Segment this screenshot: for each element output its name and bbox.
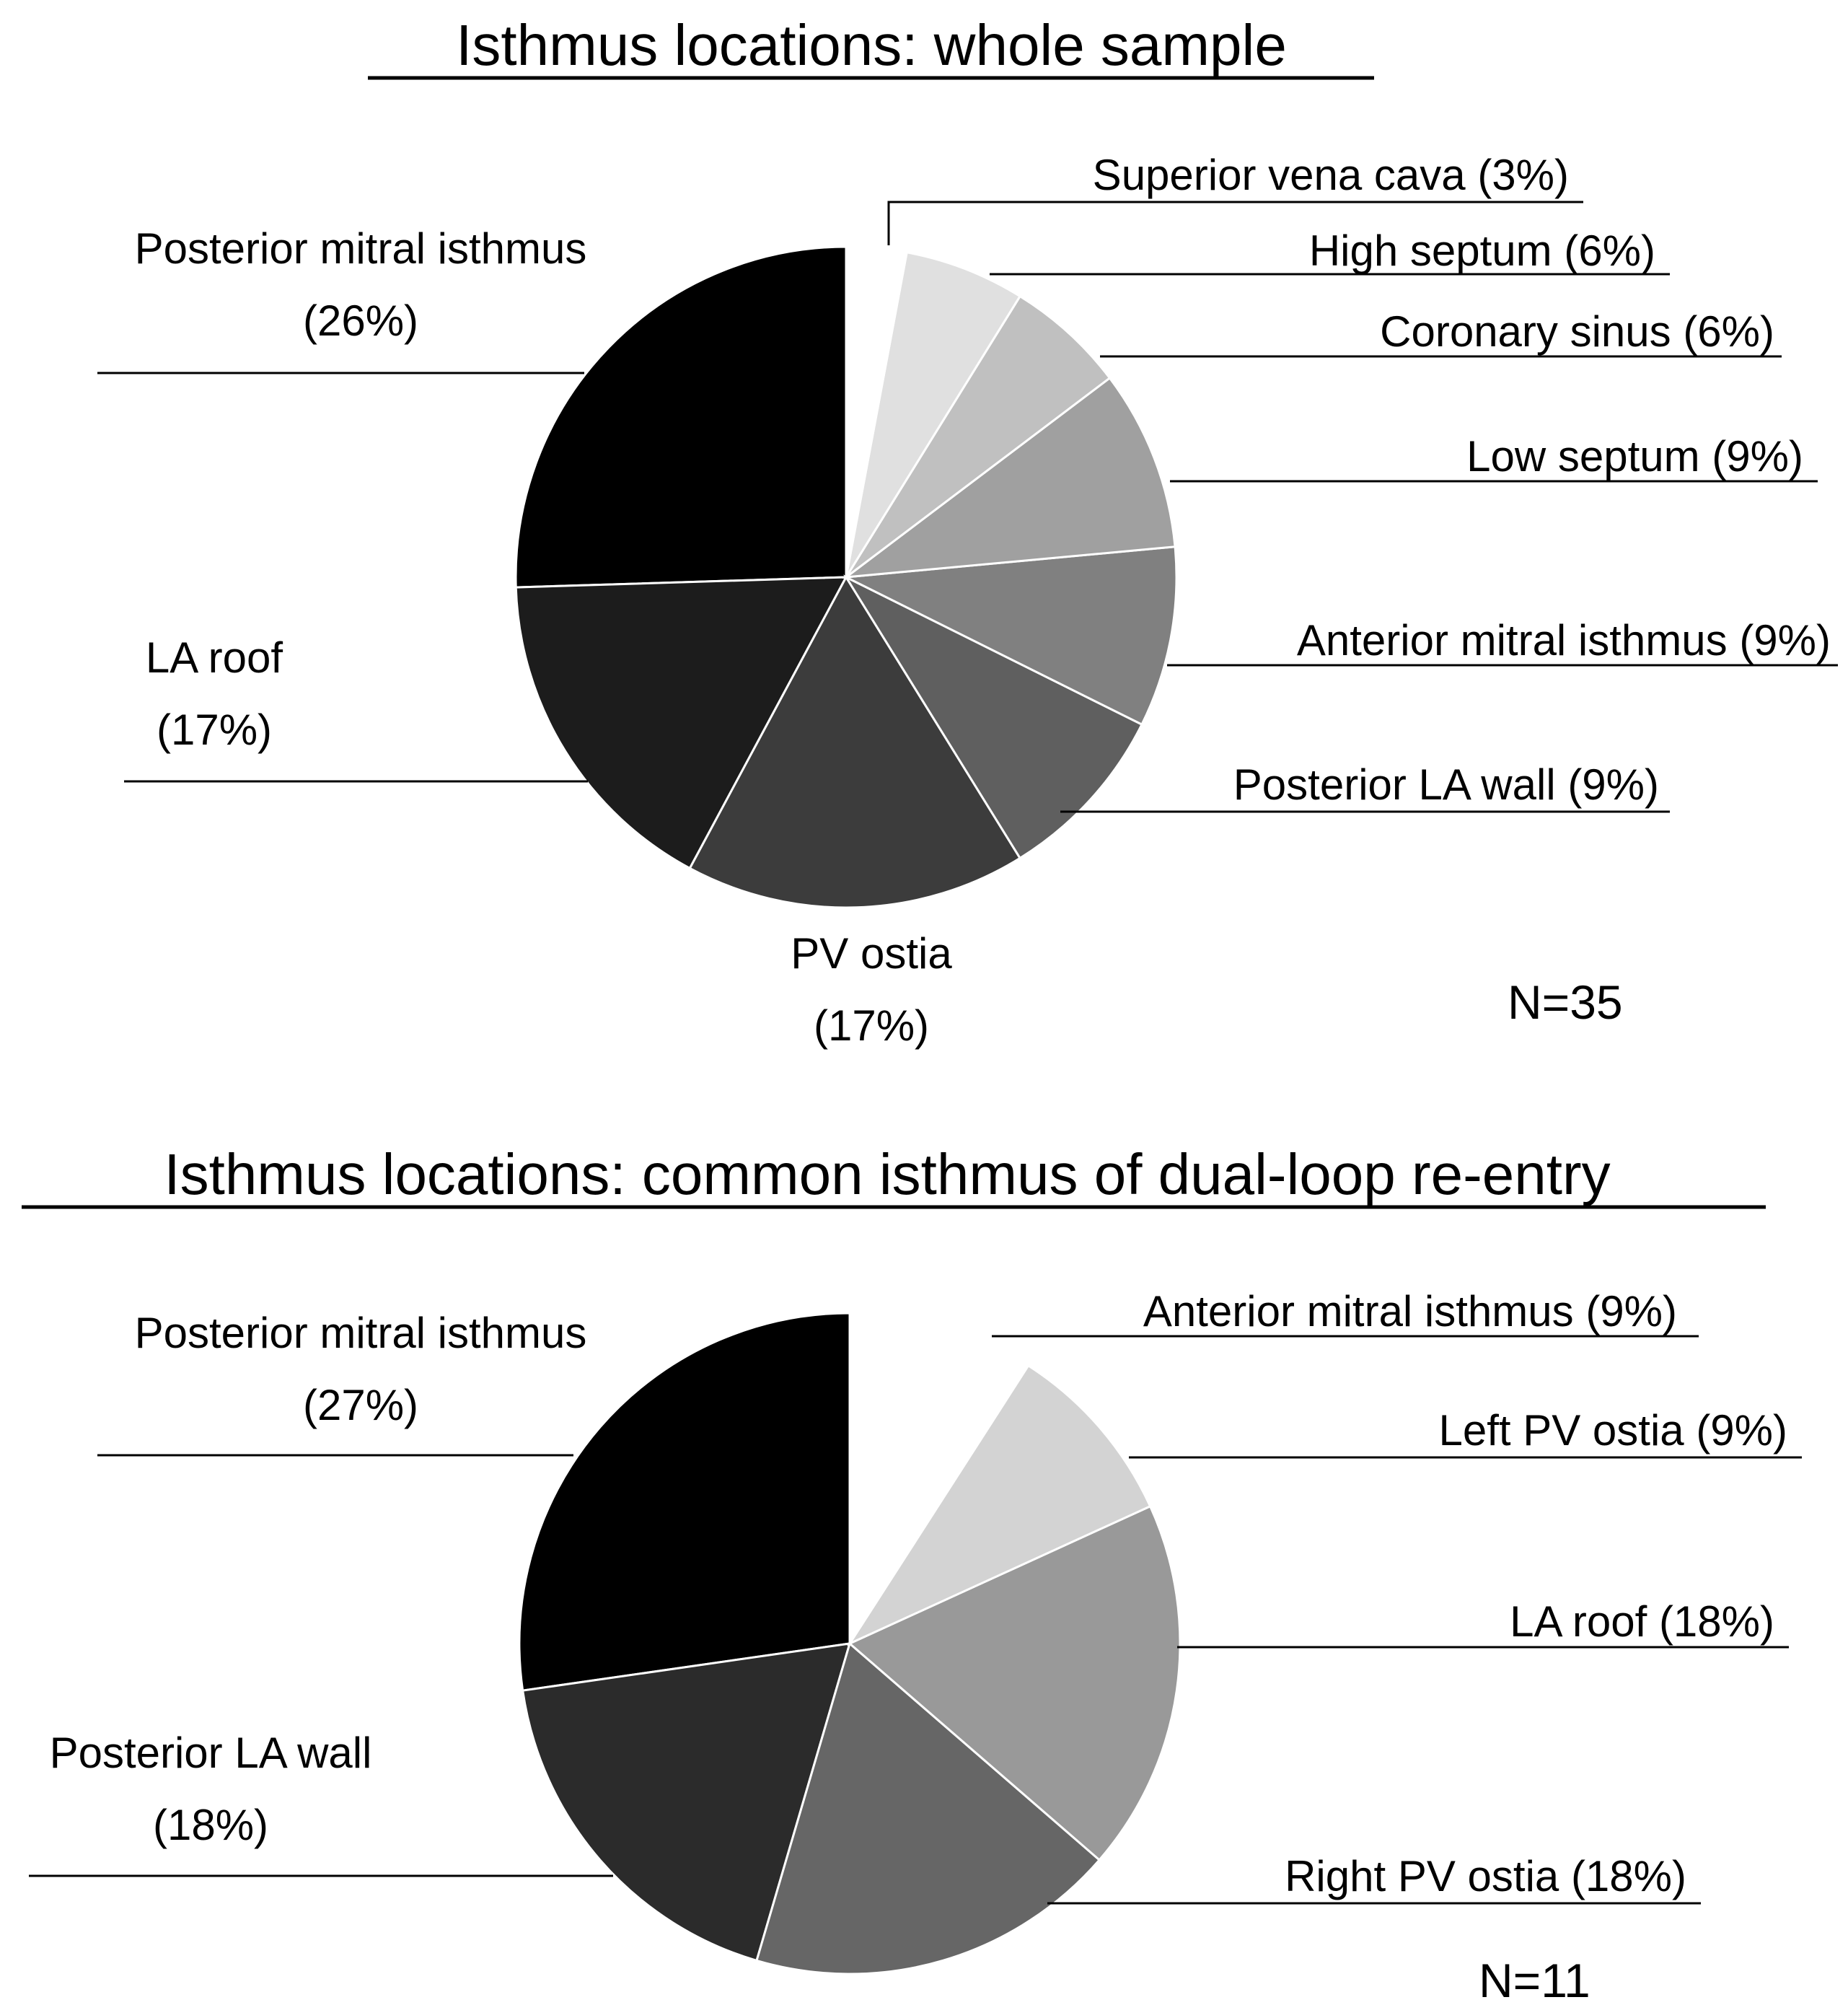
slice-label-la-roof: (17%) <box>157 706 272 754</box>
slice-labels: Posterior mitral isthmus (26%) LA roof (17%… <box>135 151 1831 1050</box>
pie-slice-coronary-sinus <box>845 294 1112 579</box>
pie-slices <box>518 1312 1182 1975</box>
pie-slice-la-roof <box>514 576 848 870</box>
slice-label-posterior-mitral-isthmus: Posterior mitral isthmus <box>135 224 587 273</box>
pie-slice-anterior-mitral-isthmus <box>842 545 1178 727</box>
slice-label-posterior-la-wall: (18%) <box>153 1801 268 1849</box>
slice-label-pv-ostia: (17%) <box>814 1001 929 1050</box>
pie-slice-posterior-mitral-isthmus <box>514 245 848 589</box>
slice-labels: Posterior mitral isthmus (27%) Posterior L… <box>50 1287 1787 1900</box>
slice-label-posterior-mitral-isthmus: (27%) <box>303 1381 418 1429</box>
slice-label-posterior-la-wall: Posterior LA wall (9%) <box>1233 760 1659 809</box>
pie-slices <box>514 245 1178 909</box>
pie-slice-posterior-la-wall <box>842 574 1143 860</box>
pie-slice-posterior-mitral-isthmus <box>518 1312 851 1692</box>
chart-dual-loop: Isthmus locations: common isthmus of dua… <box>22 1142 1802 2005</box>
chart-whole-sample: Isthmus locations: whole sample Posterio… <box>97 13 1838 1050</box>
slice-label-low-septum: Low septum (9%) <box>1466 432 1803 481</box>
pie-slice-superior-vena-cava <box>845 245 908 578</box>
pie-slice-right-pv-ostia <box>755 1641 1101 1975</box>
slice-label-anterior-mitral-isthmus: Anterior mitral isthmus (9%) <box>1143 1287 1677 1335</box>
slice-label-pv-ostia: PV ostia <box>791 929 952 978</box>
pie-slice-high-septum <box>845 251 1022 578</box>
leader-lines <box>97 201 1838 813</box>
slice-label-high-septum: High septum (6%) <box>1309 227 1655 275</box>
slice-label-posterior-mitral-isthmus: Posterior mitral isthmus <box>135 1309 587 1357</box>
slice-label-left-pv-ostia: Left PV ostia (9%) <box>1438 1406 1787 1455</box>
sample-size-label: N=11 <box>1479 1954 1590 2005</box>
chart-title: Isthmus locations: whole sample <box>456 13 1287 77</box>
slice-label-right-pv-ostia: Right PV ostia (18%) <box>1285 1852 1686 1900</box>
pie-slice-posterior-la-wall <box>521 1642 852 1962</box>
slice-label-coronary-sinus: Coronary sinus (6%) <box>1380 307 1774 356</box>
leader-line-superior-vena-cava <box>887 201 1583 245</box>
pie-slice-low-septum <box>842 376 1176 579</box>
pie-slice-left-pv-ostia <box>846 1364 1152 1646</box>
pie-slice-la-roof <box>848 1504 1182 1862</box>
leader-lines <box>29 1335 1802 1905</box>
chart-title: Isthmus locations: common isthmus of dua… <box>164 1142 1610 1206</box>
slice-label-la-roof: LA roof <box>146 633 283 682</box>
slice-label-superior-vena-cava: Superior vena cava (3%) <box>1093 151 1569 199</box>
pie-slice-anterior-mitral-isthmus <box>848 1312 1030 1648</box>
slice-label-anterior-mitral-isthmus: Anterior mitral isthmus (9%) <box>1297 616 1831 664</box>
slice-label-posterior-mitral-isthmus: (26%) <box>303 297 418 345</box>
slice-label-la-roof: LA roof (18%) <box>1510 1597 1774 1646</box>
pie-slice-pv-ostia <box>688 575 1022 909</box>
slice-label-posterior-la-wall: Posterior LA wall <box>50 1729 372 1777</box>
sample-size-label: N=35 <box>1508 975 1623 1029</box>
